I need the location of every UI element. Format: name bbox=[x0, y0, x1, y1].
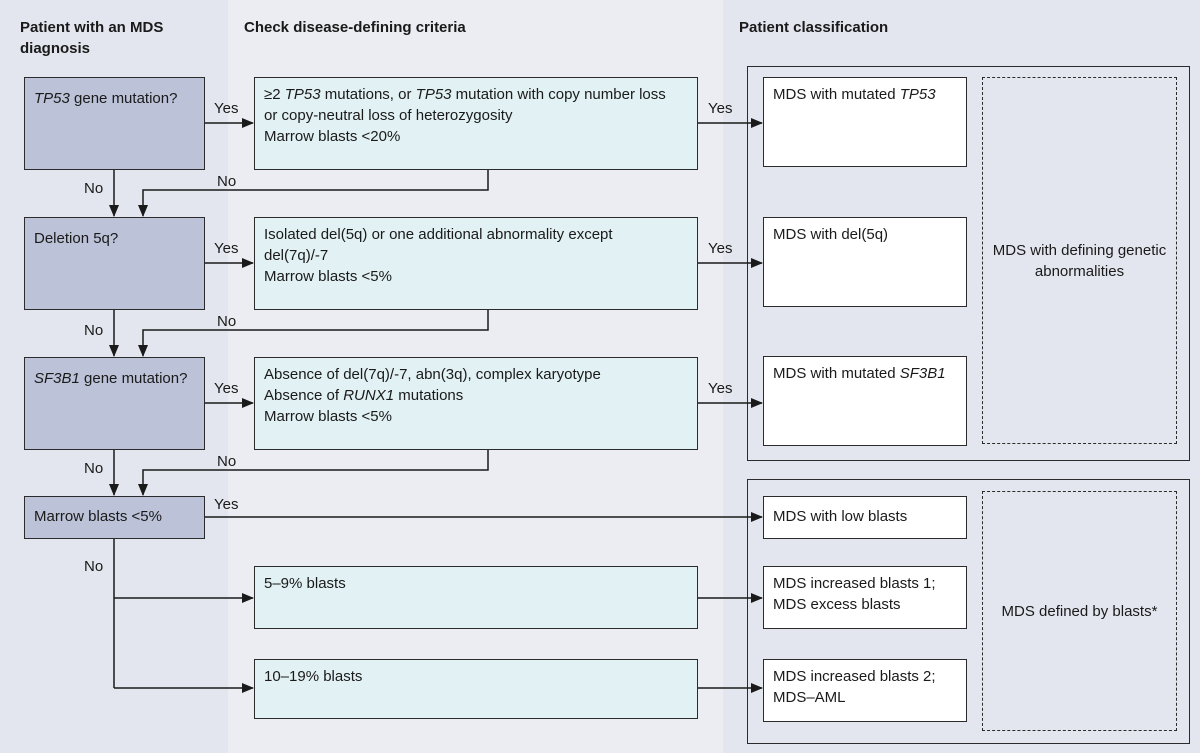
header-right: Patient classification bbox=[739, 19, 889, 36]
arrow-del5q-criteria-no bbox=[138, 310, 489, 357]
label-no-del5q-criteria: No bbox=[217, 313, 237, 330]
label-no-tp53: No bbox=[84, 180, 104, 197]
criteria-del5q: Isolated del(5q) or one additional abnor… bbox=[254, 217, 698, 310]
label-yes-tp53: Yes bbox=[214, 100, 239, 117]
label-no-tp53-criteria: No bbox=[217, 173, 237, 190]
blasts-group-frame bbox=[747, 479, 1190, 744]
outcome-increased-blasts-1: MDS increased blasts 1;MDS excess blasts bbox=[763, 566, 967, 629]
question-del5q: Deletion 5q? bbox=[24, 217, 205, 310]
criteria-sf3b1: Absence of del(7q)/-7, abn(3q), complex … bbox=[254, 357, 698, 450]
label-no-sf3b1: No bbox=[84, 460, 104, 477]
label-yes-sf3b1: Yes bbox=[214, 380, 239, 397]
header-middle: Check disease-defining criteria bbox=[244, 19, 466, 36]
criteria-10-19-blasts: 10–19% blasts bbox=[254, 659, 698, 719]
label-no-del5q: No bbox=[84, 322, 104, 339]
blasts-group-label: MDS defined by blasts* bbox=[982, 491, 1177, 731]
question-sf3b1: SF3B1 gene mutation? bbox=[24, 357, 205, 450]
header-left: Patient with an MDS diagnosis bbox=[20, 19, 164, 57]
label-no-sf3b1-criteria: No bbox=[217, 453, 237, 470]
label-no-blasts: No bbox=[84, 558, 104, 575]
label-yes-tp53-criteria: Yes bbox=[708, 100, 733, 117]
question-marrow-blasts: Marrow blasts <5% bbox=[24, 496, 205, 539]
outcome-del5q: MDS with del(5q) bbox=[763, 217, 967, 307]
arrow-tp53-criteria-no bbox=[138, 170, 489, 217]
outcome-increased-blasts-2: MDS increased blasts 2;MDS–AML bbox=[763, 659, 967, 722]
outcome-low-blasts: MDS with low blasts bbox=[763, 496, 967, 539]
label-yes-del5q-criteria: Yes bbox=[708, 240, 733, 257]
label-yes-blasts: Yes bbox=[214, 496, 239, 513]
arrow-sf3b1-criteria-no bbox=[138, 450, 489, 496]
question-tp53: TP53 gene mutation? bbox=[24, 77, 205, 170]
outcome-mutated-tp53: MDS with mutated TP53 bbox=[763, 77, 967, 167]
criteria-tp53: ≥2 TP53 mutations, or TP53 mutation with… bbox=[254, 77, 698, 170]
label-yes-sf3b1-criteria: Yes bbox=[708, 380, 733, 397]
genetic-group-label: MDS with defining genetic abnormalities bbox=[982, 77, 1177, 444]
outcome-mutated-sf3b1: MDS with mutated SF3B1 bbox=[763, 356, 967, 446]
criteria-5-9-blasts: 5–9% blasts bbox=[254, 566, 698, 629]
label-yes-del5q: Yes bbox=[214, 240, 239, 257]
